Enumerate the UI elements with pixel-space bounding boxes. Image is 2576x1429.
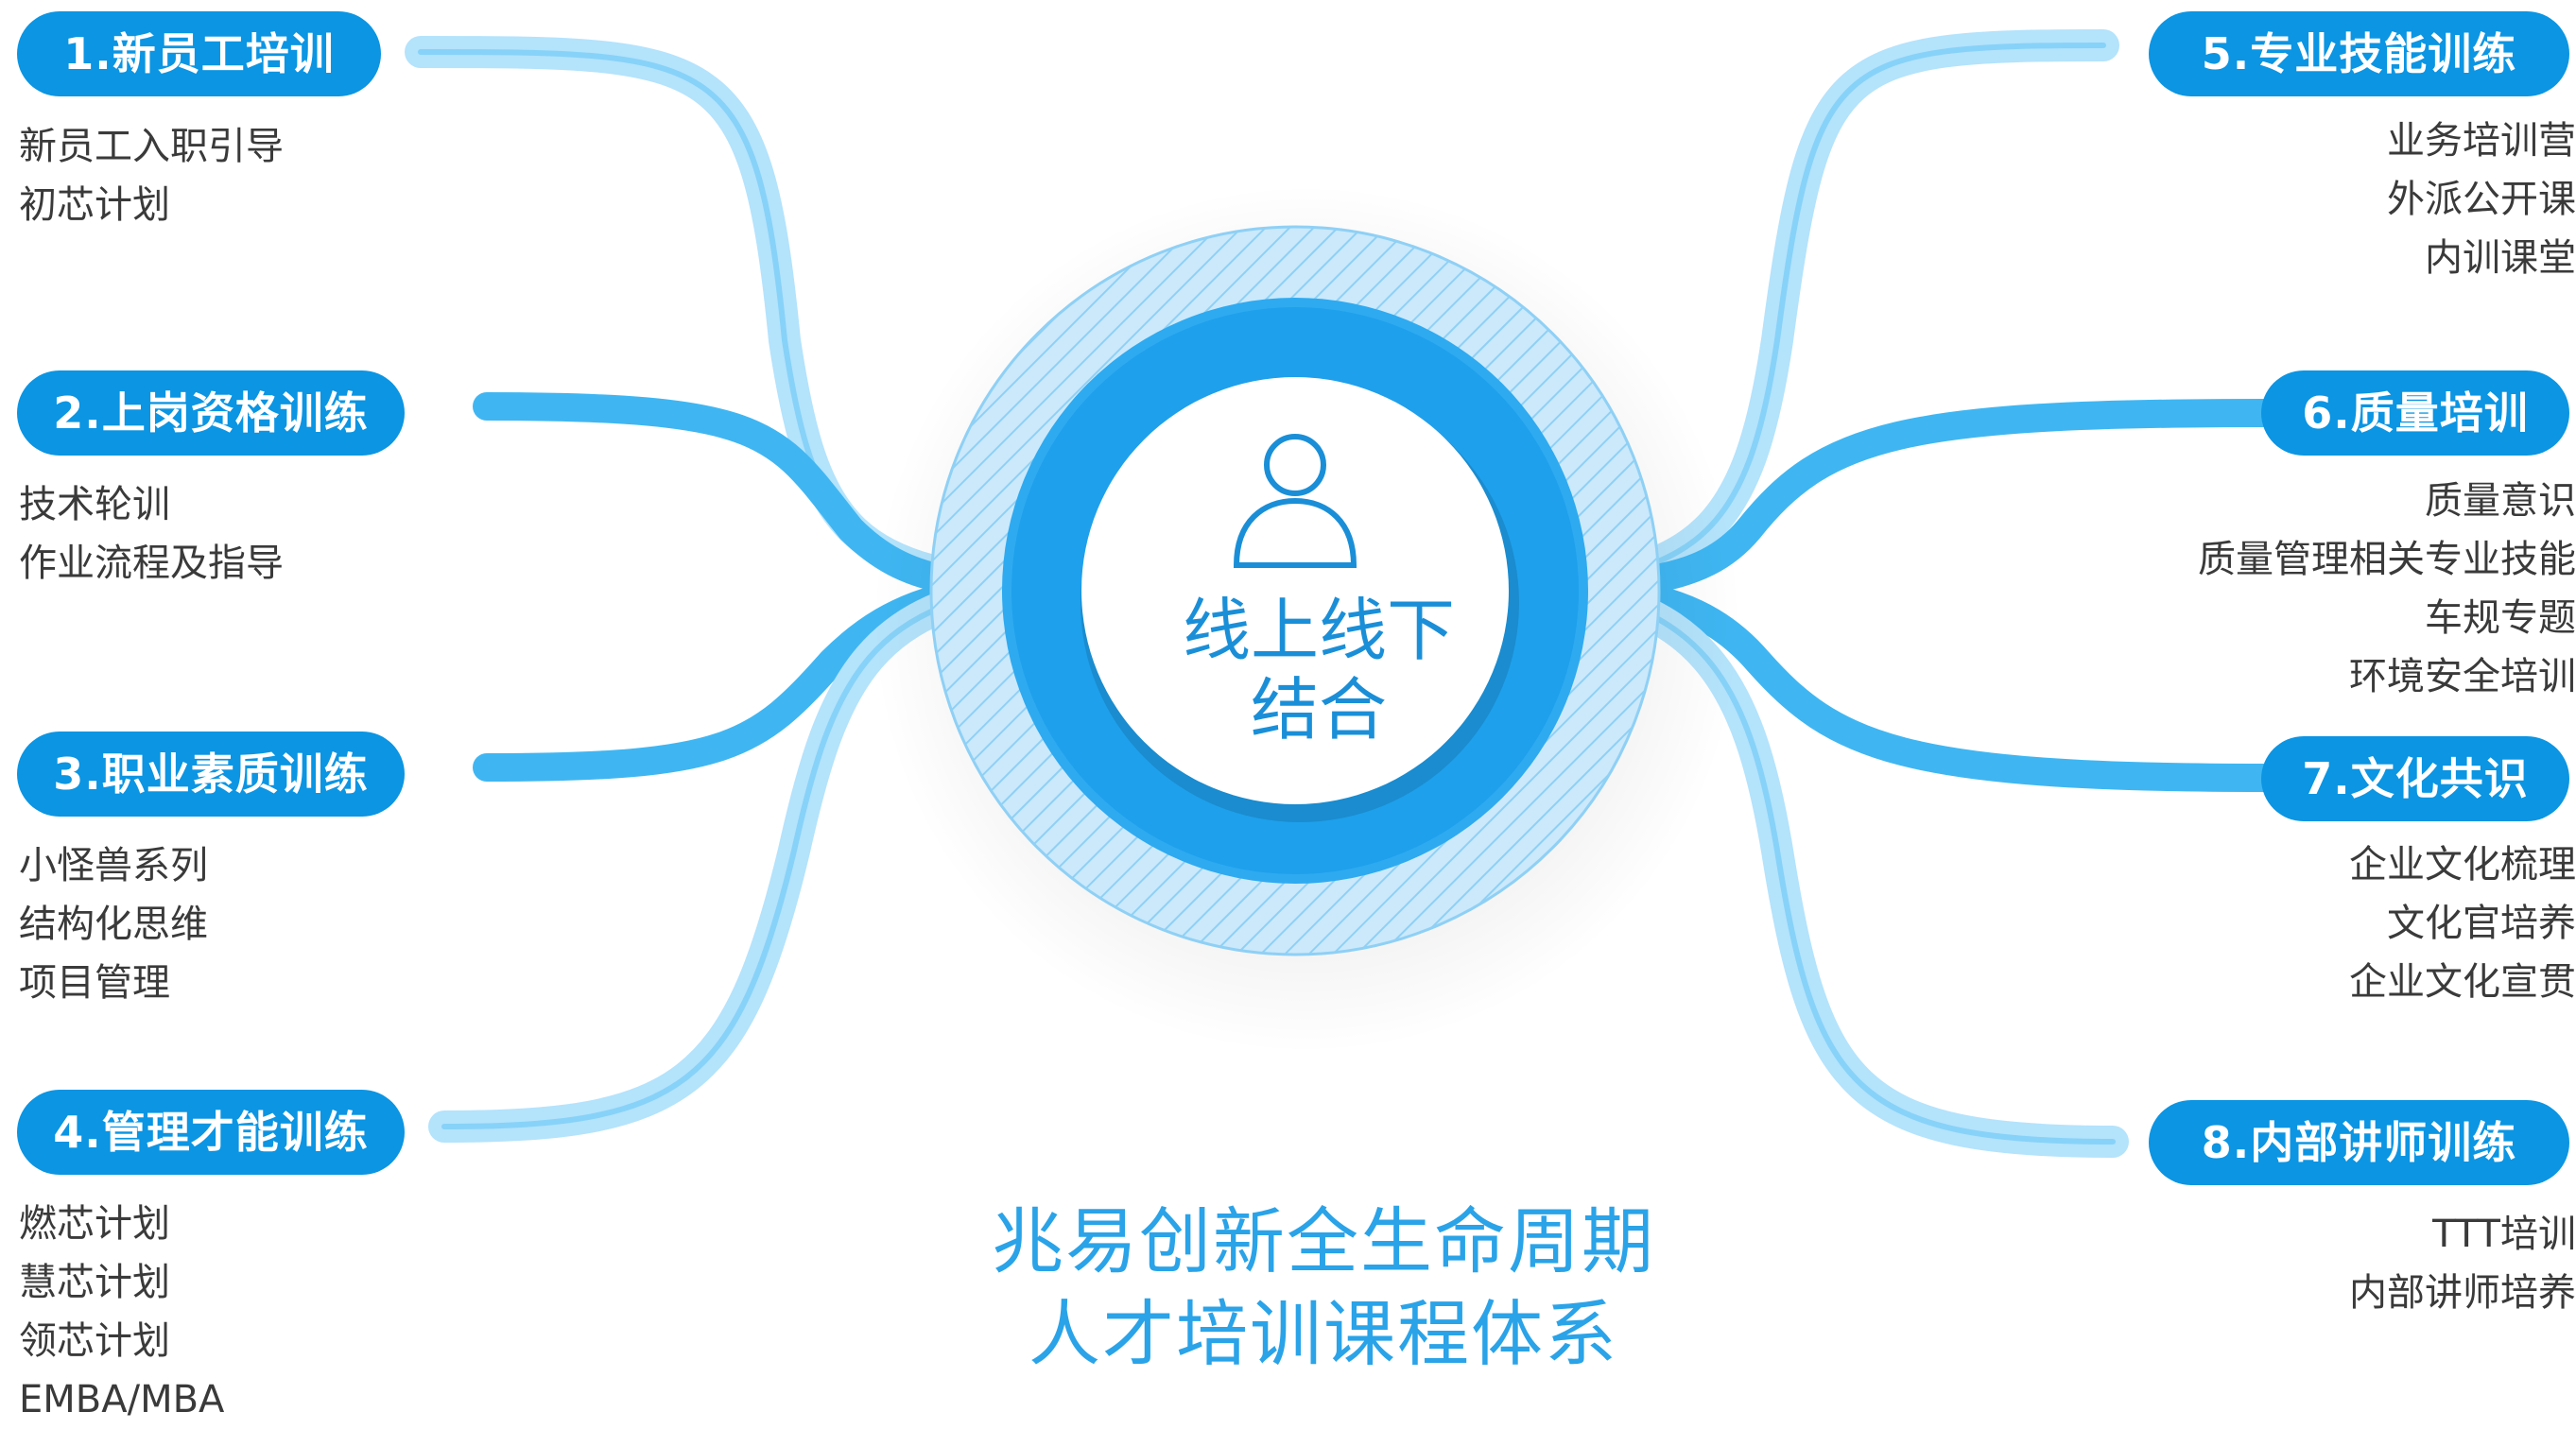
category-8-title: 8.内部讲师训练 [2149,1100,2569,1185]
category-4-item: EMBA/MBA [19,1378,225,1421]
category-6-item: 质量管理相关专业技能 [2198,538,2576,581]
category-7-items: 企业文化梳理 文化官培养 企业文化宣贯 [2349,835,2576,1011]
category-3-title: 3.职业素质训练 [17,732,405,817]
category-2-item: 作业流程及指导 [19,542,284,585]
category-5-items: 业务培训营 外派公开课 内训课堂 [2387,112,2576,287]
inner-white-circle [1081,377,1509,804]
category-4-item: 领芯计划 [19,1319,170,1363]
category-7-item: 企业文化宣贯 [2349,960,2576,1004]
diagram-caption: 兆易创新全生命周期 人才培训课程体系 [804,1196,1843,1381]
category-5-item: 外派公开课 [2387,178,2576,221]
center-label: 线上线下 结合 [1082,591,1555,749]
person-icon [1233,434,1357,568]
category-2-items: 技术轮训 作业流程及指导 [19,475,284,593]
category-5-title: 5.专业技能训练 [2149,11,2569,96]
category-1-items: 新员工入职引导 初芯计划 [19,117,284,234]
category-1-item: 新员工入职引导 [19,125,284,168]
caption-line1: 兆易创新全生命周期 [992,1199,1655,1283]
category-4-items: 燃芯计划 慧芯计划 领芯计划 EMBA/MBA [19,1195,224,1429]
category-2-title: 2.上岗资格训练 [17,370,405,456]
category-1-item: 初芯计划 [19,183,170,227]
category-7-item: 文化官培养 [2387,902,2576,945]
category-5-item: 业务培训营 [2387,119,2576,163]
category-6-title: 6.质量培训 [2261,370,2569,456]
category-2-item: 技术轮训 [19,483,170,526]
category-3-item: 结构化思维 [19,903,208,946]
category-8-items: TTT培训 内部讲师培养 [2349,1205,2576,1322]
category-4-item: 慧芯计划 [19,1261,170,1304]
category-3-items: 小怪兽系列 结构化思维 项目管理 [19,836,208,1012]
category-6-item: 质量意识 [2425,479,2576,523]
category-8-item: 内部讲师培养 [2349,1271,2576,1315]
category-4-item: 燃芯计划 [19,1202,170,1246]
center-label-line1: 线上线下 [1182,591,1455,670]
category-6-items: 质量意识 质量管理相关专业技能 车规专题 环境安全培训 [2198,472,2576,706]
category-8-item: TTT培训 [2432,1213,2576,1256]
caption-line2: 人才培训课程体系 [1029,1292,1618,1376]
category-3-item: 项目管理 [19,961,170,1005]
center-hub [872,184,1741,1054]
category-1-title: 1.新员工培训 [17,11,381,96]
category-7-title: 7.文化共识 [2261,736,2569,821]
category-4-title: 4.管理才能训练 [17,1090,405,1175]
category-6-item: 环境安全培训 [2349,655,2576,698]
center-label-line2: 结合 [1250,670,1387,749]
category-5-item: 内训课堂 [2425,236,2576,280]
category-7-item: 企业文化梳理 [2349,843,2576,887]
category-6-item: 车规专题 [2425,596,2576,640]
category-3-item: 小怪兽系列 [19,844,208,887]
